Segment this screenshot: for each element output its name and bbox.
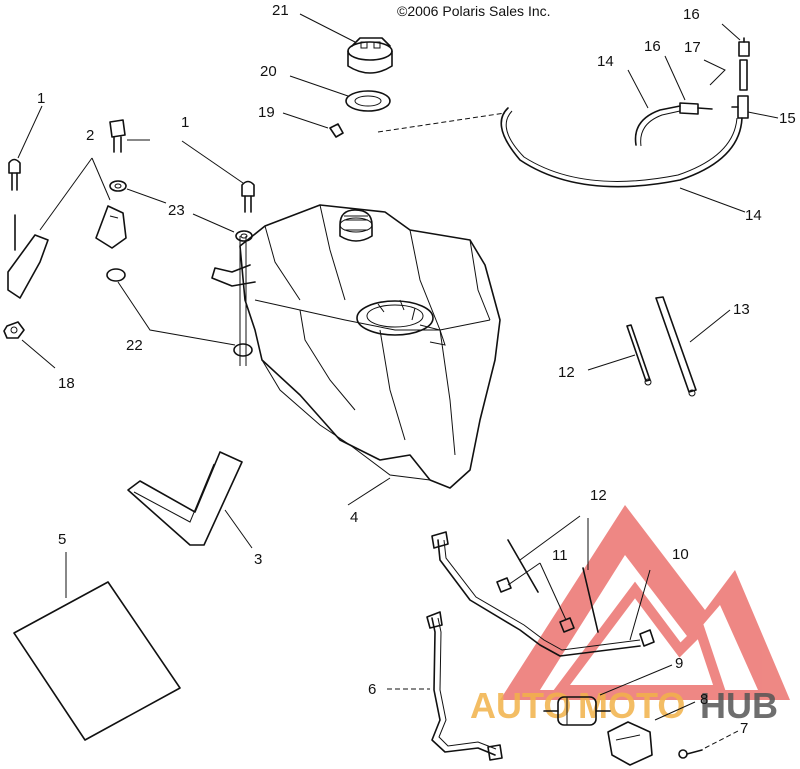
fuel-cap-part — [347, 37, 393, 74]
callout-1-right: 1 — [181, 114, 189, 131]
callout-23: 23 — [168, 202, 185, 219]
bolt-part-left — [8, 158, 21, 191]
fuel-line-part — [426, 611, 503, 761]
callout-12-top: 12 — [558, 364, 575, 381]
copyright-text: ©2006 Polaris Sales Inc. — [397, 3, 551, 19]
screw-part — [678, 749, 703, 759]
callout-11: 11 — [552, 547, 568, 564]
callout-16-mid: 16 — [644, 38, 661, 55]
callout-17: 17 — [684, 39, 701, 56]
callout-15: 15 — [779, 110, 796, 127]
vent-tee-part — [731, 95, 749, 119]
heat-pad-part — [127, 451, 243, 546]
callout-16-top: 16 — [683, 6, 700, 23]
callout-1-left: 1 — [37, 90, 45, 107]
tank-mat-part — [13, 581, 181, 741]
hold-down-rod-part-12 — [626, 324, 652, 386]
callout-22: 22 — [126, 337, 143, 354]
vent-cap-fitting-part — [738, 37, 750, 57]
callout-20: 20 — [260, 63, 277, 80]
callout-21: 21 — [272, 2, 289, 19]
vent-hose-short-part — [739, 59, 748, 91]
callout-7: 7 — [740, 720, 748, 737]
callout-2: 2 — [86, 127, 94, 144]
bolt-long-part — [109, 119, 126, 153]
callout-18: 18 — [58, 375, 75, 392]
callout-13: 13 — [733, 301, 750, 318]
bolt-part-right — [241, 180, 255, 213]
callout-8: 8 — [700, 691, 708, 708]
hose-clamp-part — [496, 577, 655, 647]
callout-14-top: 14 — [597, 53, 614, 70]
callout-4: 4 — [350, 509, 358, 526]
filter-bracket-part — [607, 721, 653, 766]
cable-tie-part — [507, 539, 599, 633]
callout-10: 10 — [672, 546, 689, 563]
callout-19: 19 — [258, 104, 275, 121]
mount-bracket-part-left — [7, 214, 49, 299]
watermark-text-auto: AUTO — [470, 685, 571, 726]
cap-gasket-part — [345, 90, 391, 112]
watermark-logo — [500, 505, 790, 700]
fuel-filter-part — [543, 696, 611, 726]
fuel-tank-part — [211, 204, 501, 489]
callout-14-bottom: 14 — [745, 207, 762, 224]
callout-12-bottom: 12 — [590, 487, 607, 504]
vent-clip-part — [329, 123, 344, 138]
callout-9: 9 — [675, 655, 683, 672]
vent-hose-part — [500, 105, 743, 188]
fuel-line-upper-part — [431, 531, 641, 657]
watermark-text-hub: HUB — [700, 685, 778, 726]
callout-3: 3 — [254, 551, 262, 568]
callout-6: 6 — [368, 681, 376, 698]
watermark-text-moto: MOTO — [578, 685, 685, 726]
hold-down-rod-part-13 — [655, 296, 697, 397]
callout-5: 5 — [58, 531, 66, 548]
mount-bracket-part-right — [95, 205, 127, 249]
nut-part — [3, 321, 25, 339]
watermark-triangle-icon — [500, 505, 790, 700]
vent-fitting-part — [679, 102, 713, 115]
grommet-part — [106, 268, 253, 357]
